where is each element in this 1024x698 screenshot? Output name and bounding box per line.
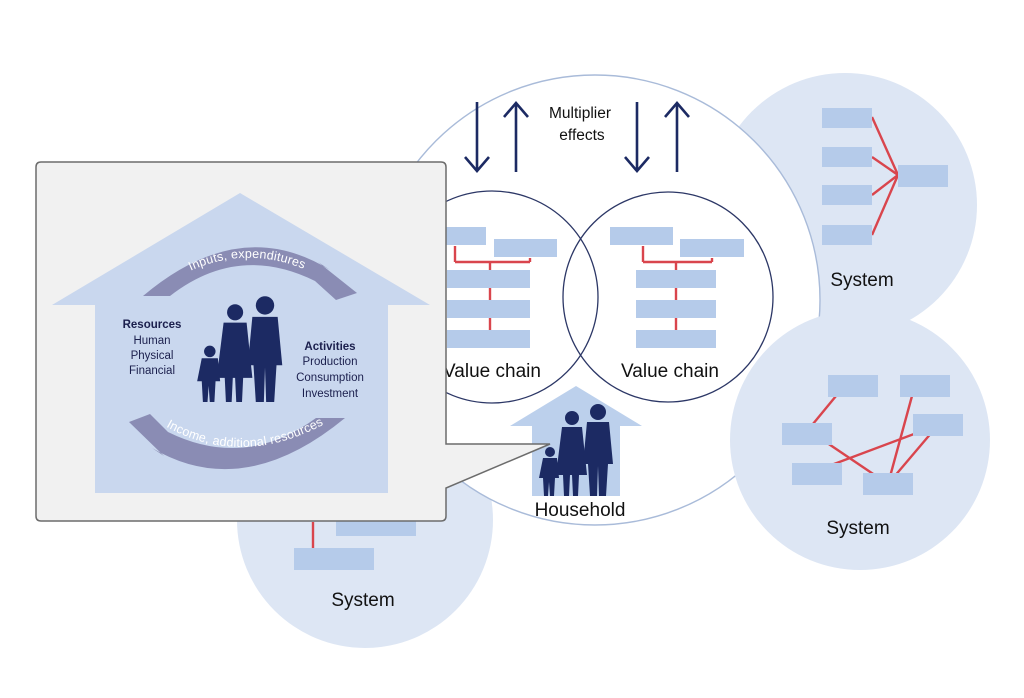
chain-node [447, 300, 530, 318]
chain-node [447, 270, 530, 288]
system-label: System [830, 270, 893, 291]
chain-node [444, 227, 486, 245]
system-node [898, 165, 948, 187]
resources-title: Resources [123, 319, 182, 331]
value-chain-label: Value chain [443, 361, 541, 382]
chain-node [680, 239, 744, 257]
chain-node [494, 239, 557, 257]
resources-block: Resources Human Physical Financial [123, 319, 182, 377]
arrow-down-icon [624, 102, 650, 173]
system-node [792, 463, 842, 485]
value-chain-left: Value chain [385, 190, 599, 404]
system-label: System [331, 590, 394, 611]
multiplier-label-line2: effects [559, 127, 605, 144]
system-bottom-right: System [730, 310, 990, 570]
multiplier-label-line1: Multiplier [549, 105, 611, 122]
chain-node [447, 330, 530, 348]
chain-node [636, 300, 716, 318]
system-node [863, 473, 913, 495]
system-node [913, 414, 963, 436]
multiplier-arrows: Multiplier effects [464, 101, 690, 173]
activities-item: Production [303, 356, 358, 368]
resources-item: Human [133, 335, 170, 347]
system-node [294, 548, 374, 570]
chain-node [636, 330, 716, 348]
system-node [336, 518, 416, 536]
household-label: Household [535, 500, 626, 521]
activities-item: Investment [302, 388, 359, 400]
system-node [900, 375, 950, 397]
system-node [822, 108, 872, 128]
resources-item: Financial [129, 365, 175, 377]
system-node [822, 185, 872, 205]
system-node [782, 423, 832, 445]
activities-title: Activities [304, 341, 355, 353]
arrow-up-icon [664, 101, 690, 172]
arrow-up-icon [503, 101, 529, 172]
household-callout: Inputs, expenditures Income, additional … [35, 161, 551, 522]
value-chain-right: Value chain [562, 191, 774, 403]
arrow-down-icon [464, 102, 490, 173]
system-node [828, 375, 878, 397]
chain-node [610, 227, 673, 245]
resources-item: Physical [131, 350, 174, 362]
value-chain-label: Value chain [621, 361, 719, 382]
system-node [822, 147, 872, 167]
chain-node [636, 270, 716, 288]
activities-block: Activities Production Consumption Invest… [296, 341, 364, 400]
household: Household [510, 386, 642, 521]
system-label: System [826, 518, 889, 539]
activities-item: Consumption [296, 372, 364, 384]
system-node [822, 225, 872, 245]
